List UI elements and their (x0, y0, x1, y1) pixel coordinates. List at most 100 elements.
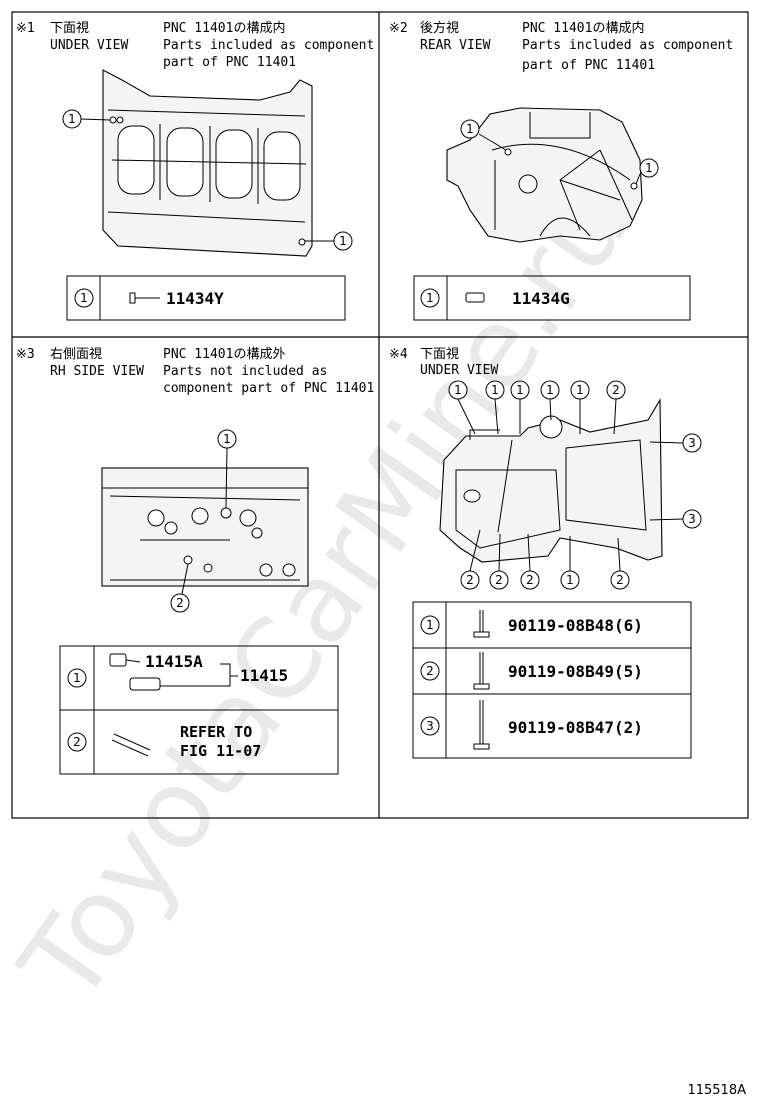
panel-note: Parts not included as (163, 364, 327, 379)
callouts-right: 3 3 (649, 433, 702, 529)
svg-text:1: 1 (516, 383, 524, 397)
ref-number: 2 (426, 664, 434, 678)
callouts-top: 1 1 1 1 1 2 (448, 380, 626, 435)
panel-mark: ※2 (389, 21, 408, 36)
svg-text:1: 1 (339, 234, 347, 248)
callouts-bottom: 2 2 2 1 2 (460, 529, 630, 590)
panel-title-jp: 下面視 (420, 347, 459, 362)
ref-number: 1 (426, 291, 434, 305)
callout: 1 (485, 380, 505, 435)
ref-number: 1 (426, 618, 434, 632)
assembly-number: 11415 (240, 666, 288, 685)
panel-frame (11, 11, 749, 819)
panel-title-jp: 後方視 (420, 20, 459, 36)
panel-title-jp: 右側面視 (50, 347, 102, 362)
parts-table: 1 11434Y (66, 275, 346, 321)
panel-rear-view: ※2 後方視 REAR VIEW PNC 11401の構成内 Parts inc… (389, 20, 733, 321)
panel-rh-side-view: ※3 右側面視 RH SIDE VIEW PNC 11401の構成外 Parts… (16, 347, 374, 775)
panel-pnc-jp: PNC 11401の構成内 (163, 20, 285, 36)
callout: 1 (62, 109, 111, 129)
panel-under-view-4: ※4 下面視 UNDER VIEW 1 1 1 1 1 2 3 3 2 2 2 … (389, 347, 702, 759)
svg-text:1: 1 (68, 112, 76, 126)
callout: 2 (606, 380, 626, 435)
refer-note: REFER TO (180, 723, 252, 741)
part-number: 90119-08B47(2) (508, 718, 643, 737)
panel-title-en: UNDER VIEW (50, 38, 128, 53)
pin-icon (465, 292, 485, 303)
callout: 1 (460, 119, 507, 151)
figure-code: 115518A (687, 1083, 746, 1098)
svg-text:2: 2 (612, 383, 620, 397)
sensor-icon (109, 653, 161, 691)
part-number: 11415A (145, 652, 203, 671)
panel-title-jp: 下面視 (50, 21, 89, 36)
parts-table: 1 11434G (413, 275, 691, 321)
callout: 1 (540, 380, 560, 421)
svg-text:2: 2 (466, 573, 474, 587)
callout: 2 (489, 533, 509, 590)
svg-text:1: 1 (454, 383, 462, 397)
bolt-icon (473, 652, 490, 690)
svg-text:3: 3 (688, 436, 696, 450)
ref-number: 1 (73, 671, 81, 685)
svg-text:2: 2 (495, 573, 503, 587)
callout: 2 (610, 537, 630, 590)
callout: 1 (635, 158, 659, 185)
callout: 1 (570, 380, 590, 434)
plug-icon (129, 292, 160, 304)
part-number: 11434Y (166, 289, 224, 308)
parts-table: 1 90119-08B48(6) 2 90119-08B49(5) 3 (412, 601, 692, 759)
panel-pnc-jp: PNC 11401の構成内 (522, 20, 644, 36)
svg-text:1: 1 (645, 161, 653, 175)
panel-mark: ※3 (16, 347, 35, 362)
panel-title-en: RH SIDE VIEW (50, 364, 144, 379)
stud-icon (111, 733, 151, 757)
ref-number: 3 (426, 719, 434, 733)
engine-block-bottom-drawing (102, 69, 313, 257)
svg-text:1: 1 (466, 122, 474, 136)
panel-mark: ※1 (16, 21, 35, 36)
part-number: 11434G (512, 289, 570, 308)
callout: 1 (560, 536, 580, 590)
panel-note: Parts included as component (163, 38, 374, 53)
panel-mark: ※4 (389, 347, 408, 362)
panel-note: Parts included as component (522, 38, 733, 53)
callout: 1 (217, 429, 237, 509)
svg-text:3: 3 (688, 512, 696, 526)
refer-note: FIG 11-07 (180, 742, 261, 760)
part-number: 90119-08B49(5) (508, 662, 643, 681)
oil-pan-drawing (439, 398, 663, 563)
svg-text:2: 2 (616, 573, 624, 587)
bolt-icon (473, 610, 490, 638)
svg-text:1: 1 (576, 383, 584, 397)
callout: 2 (520, 533, 540, 590)
svg-text:1: 1 (223, 432, 231, 446)
panel-title-en: UNDER VIEW (420, 363, 498, 378)
svg-text:2: 2 (526, 573, 534, 587)
part-number: 90119-08B48(6) (508, 616, 643, 635)
bolt-icon (473, 700, 490, 750)
callout: 2 (170, 563, 190, 613)
ref-number: 1 (80, 291, 88, 305)
callout: 1 (448, 380, 476, 435)
panel-note: component part of PNC 11401 (163, 381, 374, 396)
engine-block-side-drawing (101, 467, 309, 587)
panel-note: part of PNC 11401 (163, 55, 296, 70)
callout: 1 (305, 231, 353, 251)
panel-under-view-1: ※1 下面視 UNDER VIEW PNC 11401の構成内 Parts in… (16, 20, 374, 321)
ref-number: 2 (73, 735, 81, 749)
callout: 3 (649, 509, 702, 529)
svg-text:1: 1 (546, 383, 554, 397)
panel-pnc-jp: PNC 11401の構成外 (163, 347, 285, 362)
svg-text:2: 2 (176, 596, 184, 610)
callout: 1 (510, 380, 530, 434)
svg-text:1: 1 (491, 383, 499, 397)
panel-title-en: REAR VIEW (420, 38, 491, 53)
callout: 3 (649, 433, 702, 453)
engine-block-rear-drawing (446, 107, 643, 243)
parts-table: 1 11415A 11415 2 REFER TO FIG 11-07 (59, 645, 339, 775)
svg-text:1: 1 (566, 573, 574, 587)
panel-note: part of PNC 11401 (522, 58, 655, 73)
callout: 2 (460, 529, 481, 590)
